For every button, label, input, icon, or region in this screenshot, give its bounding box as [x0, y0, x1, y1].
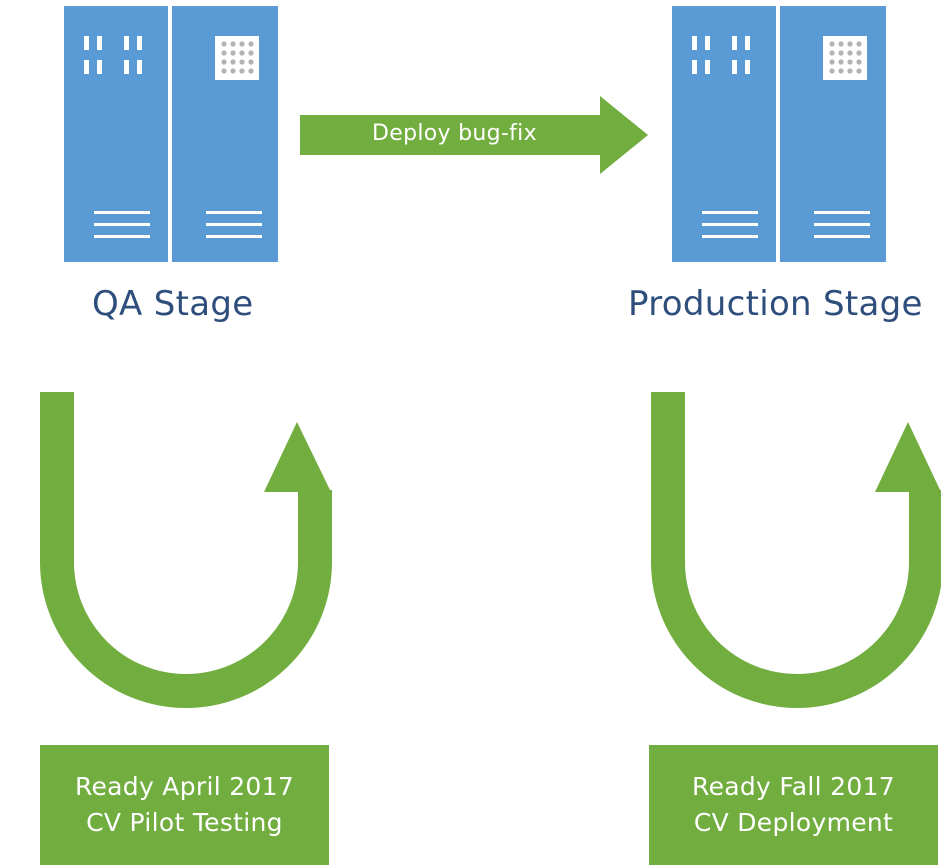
- production-stage-label: Production Stage: [628, 284, 923, 324]
- production-status-line-1: Ready Fall 2017: [692, 771, 895, 801]
- production-loop-arrowhead: [875, 422, 941, 492]
- production-status-box: Ready Fall 2017 CV Deployment: [649, 745, 938, 865]
- qa-stage-label: QA Stage: [92, 284, 254, 324]
- qa-status-line-2: CV Pilot Testing: [86, 808, 283, 837]
- qa-loop-arrow-body: [40, 392, 332, 708]
- qa-loop-arrowhead: [264, 422, 331, 492]
- qa-status-line-1: Ready April 2017: [74, 771, 295, 801]
- production-server-icon: [672, 6, 886, 262]
- deploy-arrow: [300, 96, 648, 174]
- qa-server-icon: [64, 6, 278, 262]
- deploy-arrow-label: Deploy bug-fix: [372, 121, 537, 146]
- production-loop-arrow-body: [651, 392, 941, 708]
- qa-status-box: Ready April 2017 CV Pilot Testing: [40, 745, 329, 865]
- production-status-line-2: CV Deployment: [693, 808, 894, 837]
